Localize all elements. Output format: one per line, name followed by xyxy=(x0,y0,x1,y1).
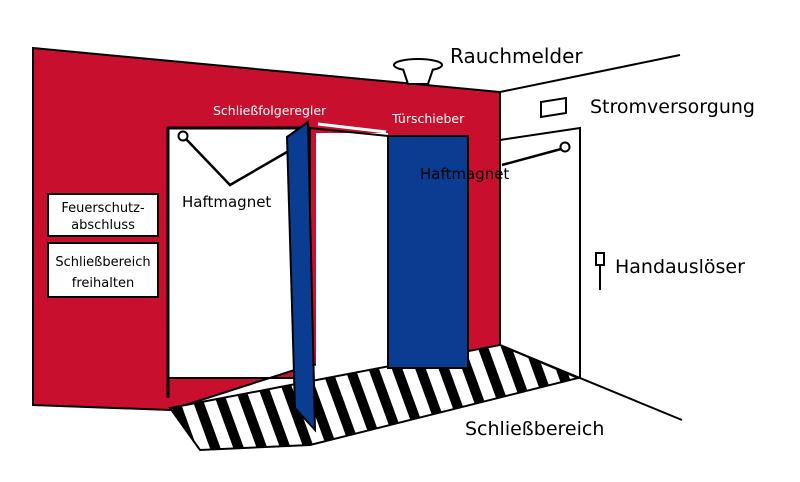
label-closing-area: Schließbereich xyxy=(465,418,604,440)
manual-release-icon xyxy=(595,252,605,290)
left-magnet-pivot-icon xyxy=(177,130,189,142)
label-door-slider: Türschieber xyxy=(391,111,465,126)
door-header-beam xyxy=(309,127,389,137)
smoke-detector-icon xyxy=(393,58,443,85)
sign-fire-closure xyxy=(47,193,159,237)
sign-keep-clear-line2: freihalten xyxy=(72,276,134,291)
label-smoke-detector: Rauchmelder xyxy=(450,44,583,68)
sign-keep-clear xyxy=(47,242,159,298)
label-holding-magnet-left: Haftmagnet xyxy=(182,193,271,211)
right-magnet-arm xyxy=(501,147,562,167)
door-opening xyxy=(316,133,388,373)
label-holding-magnet-right: Haftmagnet xyxy=(420,165,509,183)
right-blue-door-leaf xyxy=(387,135,469,369)
label-closing-regulator: Schließfolgeregler xyxy=(213,103,327,118)
label-power-supply: Stromversorgung xyxy=(590,96,755,118)
sign-keep-clear-line1: Schließbereich xyxy=(55,255,150,270)
door-slider-rail xyxy=(317,122,387,134)
sign-fire-closure-line2: abschluss xyxy=(71,218,135,233)
power-supply-icon xyxy=(540,96,567,119)
right-door-leaf xyxy=(499,126,581,380)
sign-fire-closure-line1: Feuerschutz- xyxy=(61,201,145,216)
left-door-frame xyxy=(166,126,310,398)
label-manual-release: Handauslöser xyxy=(615,256,745,278)
right-magnet-pivot-icon xyxy=(559,141,571,153)
left-magnet-arm xyxy=(185,138,288,187)
left-door-leaf xyxy=(285,120,317,433)
